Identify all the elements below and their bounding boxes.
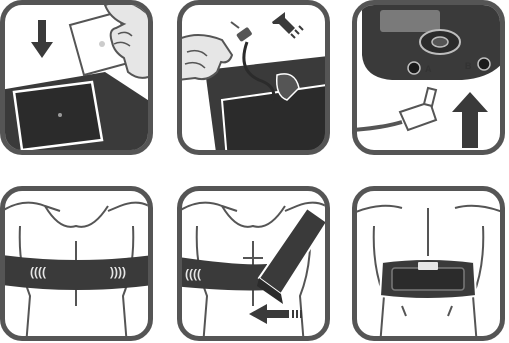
belt-fasten-icon: (((( bbox=[182, 201, 325, 336]
belt bbox=[5, 255, 148, 290]
belt-clip bbox=[418, 262, 438, 270]
port-a-label: A bbox=[425, 64, 432, 74]
belt-around-waist-icon: (((( )))) bbox=[5, 201, 148, 336]
held-pad-dot bbox=[99, 41, 105, 47]
device-plug-icon: A B bbox=[357, 5, 500, 148]
up-left-arrow-icon bbox=[272, 12, 295, 34]
port-a bbox=[407, 61, 421, 75]
step-4-panel: (((( )))) bbox=[0, 186, 153, 341]
belt-back-view-icon bbox=[357, 204, 500, 336]
hand bbox=[182, 34, 234, 81]
wave-left-icon: (((( bbox=[30, 265, 46, 279]
port-b bbox=[477, 57, 491, 71]
down-arrow-icon bbox=[31, 20, 53, 58]
step-3-panel: A B bbox=[352, 0, 505, 155]
cable bbox=[357, 120, 403, 132]
left-arrow-icon bbox=[249, 304, 289, 324]
lead-wire-connect-icon bbox=[182, 12, 325, 150]
port-b-label: B bbox=[465, 61, 472, 71]
device-screen bbox=[380, 10, 440, 32]
wire-plug bbox=[236, 27, 252, 42]
belt-flap bbox=[257, 206, 325, 296]
hand bbox=[103, 5, 148, 79]
step-5-panel: (((( bbox=[177, 186, 330, 341]
lead-wire bbox=[242, 41, 276, 101]
pad-center-dot bbox=[58, 113, 62, 117]
wave-right-icon: )))) bbox=[110, 265, 126, 279]
plug bbox=[398, 100, 438, 132]
up-arrow-icon bbox=[452, 92, 488, 148]
connector bbox=[275, 73, 300, 101]
pad-window bbox=[391, 267, 465, 291]
step-2-panel bbox=[177, 0, 330, 155]
belt bbox=[182, 257, 267, 291]
step-6-panel bbox=[352, 186, 505, 341]
step-1-panel bbox=[0, 0, 153, 155]
wave-left-icon: (((( bbox=[185, 267, 201, 281]
electrode-pad bbox=[12, 80, 104, 150]
pad-application-icon bbox=[5, 5, 148, 150]
